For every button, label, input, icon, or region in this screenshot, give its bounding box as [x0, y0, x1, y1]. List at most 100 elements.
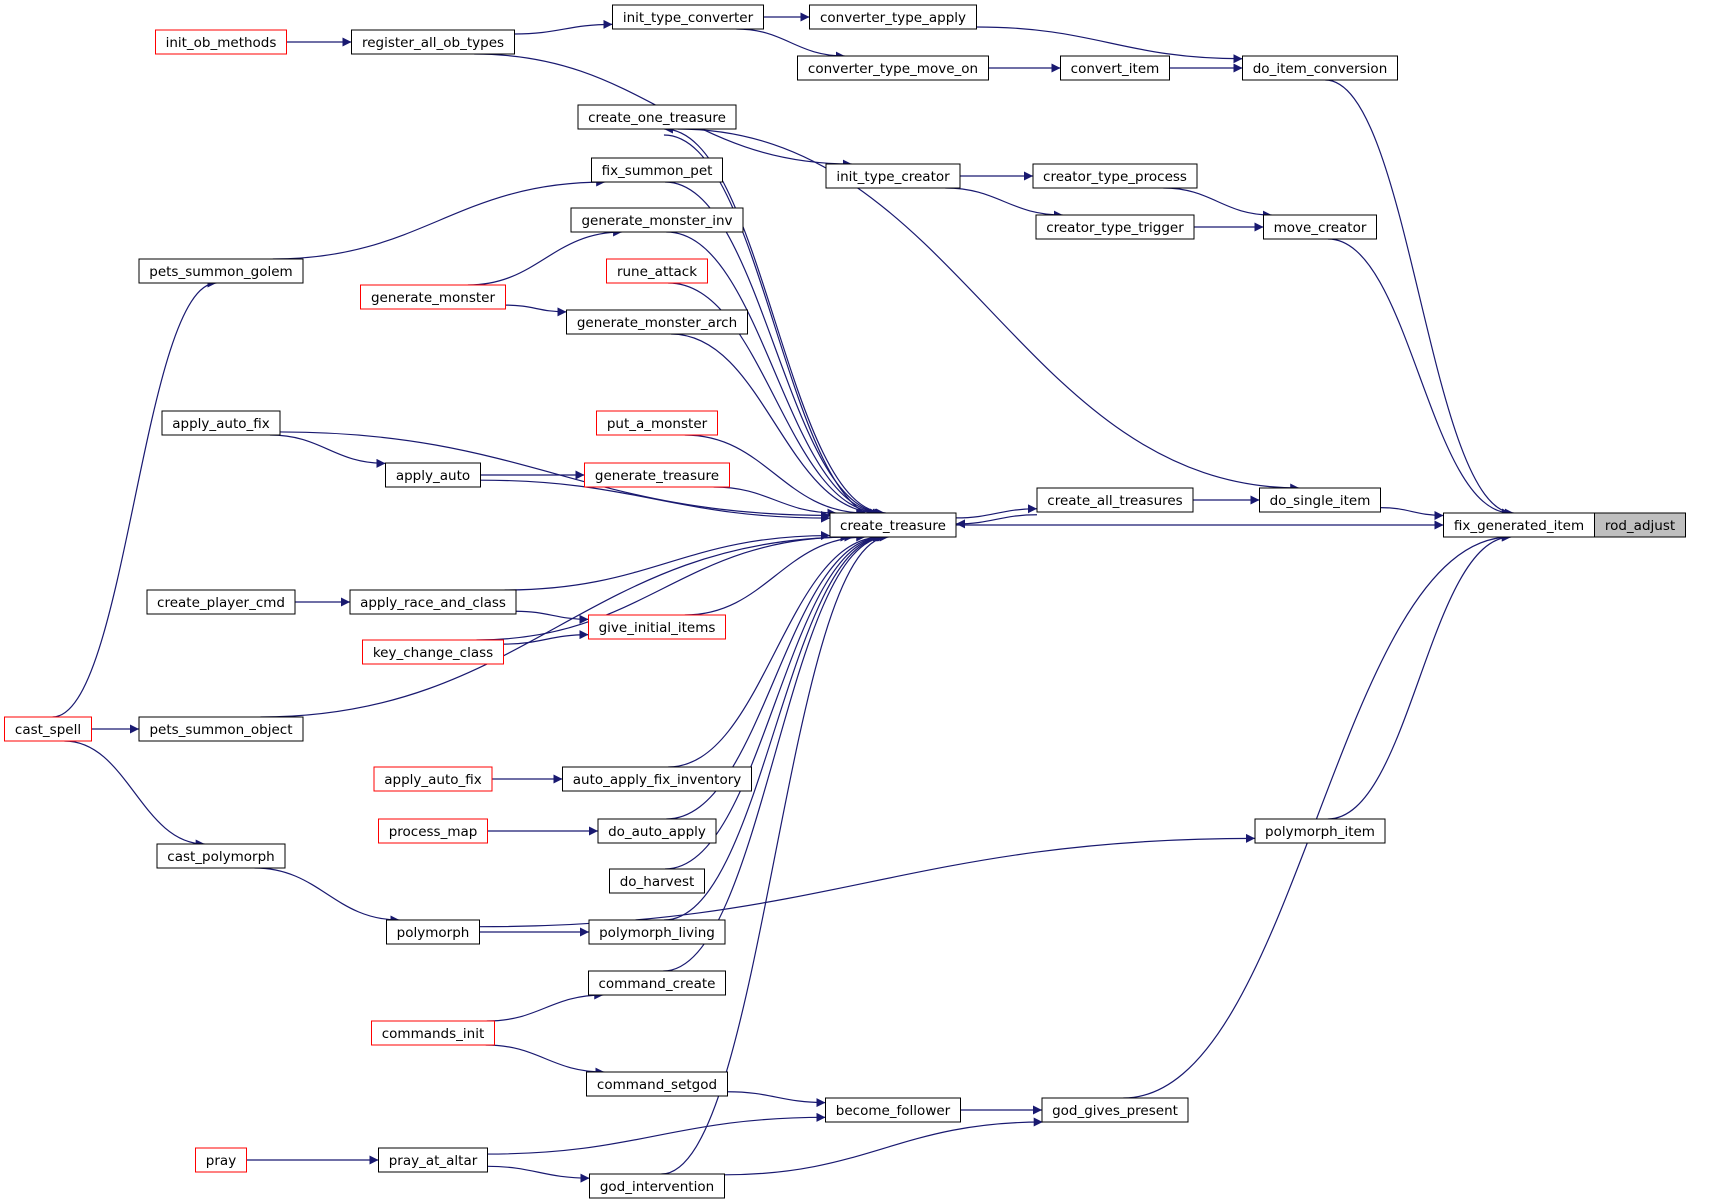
node-box: [825, 1097, 961, 1123]
edge-do-auto-apply-to-create-treasure: [666, 532, 884, 820]
edge-move-creator-to-fix-generated-item: [1328, 238, 1511, 518]
edge-generate-monster-inv-to-create-treasure: [666, 231, 884, 518]
edge-pets-summon-object-to-create-treasure: [260, 532, 854, 718]
edge-command-setgod-to-become-follower: [727, 1091, 826, 1108]
node-register-all-ob-types[interactable]: register_all_ob_types: [351, 29, 515, 55]
edge-key-change-class-to-create-treasure: [476, 532, 850, 641]
node-create-all-treasures[interactable]: create_all_treasures: [1036, 487, 1194, 513]
node-command-setgod[interactable]: command_setgod: [586, 1071, 728, 1097]
node-put-a-monster[interactable]: put_a_monster: [596, 410, 718, 436]
node-do-item-conversion[interactable]: do_item_conversion: [1242, 55, 1398, 81]
node-box: [1259, 487, 1381, 513]
node-box: [385, 462, 481, 488]
node-polymorph-living[interactable]: polymorph_living: [588, 919, 726, 945]
edge-init-type-converter-to-converter-type-move-on: [736, 28, 845, 61]
node-box: [825, 163, 961, 189]
node-key-change-class[interactable]: key_change_class: [362, 639, 504, 665]
node-convert-item[interactable]: convert_item: [1060, 55, 1170, 81]
node-box: [1263, 214, 1377, 240]
node-create-one-treasure[interactable]: create_one_treasure: [577, 104, 737, 130]
node-process-map[interactable]: process_map: [378, 818, 488, 844]
node-god-intervention[interactable]: god_intervention: [589, 1173, 725, 1199]
node-pets-summon-golem[interactable]: pets_summon_golem: [138, 258, 304, 284]
node-box: [1035, 214, 1195, 240]
node-box: [584, 462, 730, 488]
node-label: pets_summon_object: [149, 722, 292, 738]
node-rune-attack[interactable]: rune_attack: [606, 258, 708, 284]
node-label: converter_type_apply: [820, 10, 966, 26]
edge-cast-polymorph-to-polymorph: [254, 867, 400, 925]
node-auto-apply-fix-inventory[interactable]: auto_apply_fix_inventory: [562, 766, 752, 792]
node-box: [596, 410, 718, 436]
node-generate-treasure[interactable]: generate_treasure: [584, 462, 730, 488]
node-box: [589, 1173, 725, 1199]
edge-god-intervention-to-create-treasure: [661, 532, 889, 1175]
node-create-treasure[interactable]: create_treasure: [829, 512, 957, 538]
node-converter-type-apply[interactable]: converter_type_apply: [809, 4, 977, 30]
node-label: create_player_cmd: [157, 595, 285, 611]
node-fix-generated-item[interactable]: fix_generated_item: [1443, 512, 1595, 538]
node-label: generate_monster_arch: [577, 315, 737, 331]
node-create-player-cmd[interactable]: create_player_cmd: [146, 589, 296, 615]
node-label: do_item_conversion: [1253, 61, 1388, 77]
node-creator-type-process[interactable]: creator_type_process: [1032, 163, 1198, 189]
node-cast-polymorph[interactable]: cast_polymorph: [156, 843, 286, 869]
node-pray[interactable]: pray: [195, 1147, 247, 1173]
edge-auto-apply-fix-inventory-to-create-treasure: [668, 532, 882, 768]
node-box: [797, 55, 989, 81]
node-give-initial-items[interactable]: give_initial_items: [588, 614, 726, 640]
node-box: [591, 157, 723, 183]
node-polymorph[interactable]: polymorph: [386, 919, 480, 945]
edge-god-intervention-to-god-gives-present: [724, 1117, 1043, 1176]
node-move-creator[interactable]: move_creator: [1263, 214, 1377, 240]
node-label: polymorph: [397, 925, 470, 941]
node-box: [829, 512, 957, 538]
edge-give-initial-items-to-create-treasure: [684, 532, 866, 616]
node-init-ob-methods[interactable]: init_ob_methods: [155, 29, 287, 55]
node-do-harvest[interactable]: do_harvest: [609, 868, 705, 894]
edge-do-item-conversion-to-fix-generated-item: [1325, 79, 1514, 518]
node-fix-summon-pet[interactable]: fix_summon_pet: [591, 157, 723, 183]
node-box: [378, 1147, 488, 1173]
node-init-type-creator[interactable]: init_type_creator: [825, 163, 961, 189]
node-do-auto-apply[interactable]: do_auto_apply: [597, 818, 717, 844]
edge-create-one-treasure-to-create-treasure: [663, 134, 887, 524]
node-box: [360, 284, 506, 310]
node-command-create[interactable]: command_create: [588, 970, 726, 996]
node-pets-summon-object[interactable]: pets_summon_object: [138, 716, 304, 742]
node-generate-monster[interactable]: generate_monster: [360, 284, 506, 310]
node-box: [373, 766, 493, 792]
node-box: [1443, 512, 1595, 538]
node-converter-type-move-on[interactable]: converter_type_move_on: [797, 55, 989, 81]
node-init-type-converter[interactable]: init_type_converter: [612, 4, 764, 30]
node-pray-at-altar[interactable]: pray_at_altar: [378, 1147, 488, 1173]
node-box: [1594, 512, 1686, 538]
node-cast-spell[interactable]: cast_spell: [4, 716, 92, 742]
node-label: god_intervention: [600, 1179, 714, 1195]
node-apply-auto-fix-1[interactable]: apply_auto_fix: [161, 410, 281, 436]
node-god-gives-present[interactable]: god_gives_present: [1041, 1097, 1189, 1123]
node-label: create_treasure: [840, 518, 946, 534]
node-commands-init[interactable]: commands_init: [371, 1020, 495, 1046]
node-apply-race-and-class[interactable]: apply_race_and_class: [349, 589, 517, 615]
node-label: init_ob_methods: [166, 35, 277, 51]
node-polymorph-item[interactable]: polymorph_item: [1254, 818, 1386, 844]
node-become-follower[interactable]: become_follower: [825, 1097, 961, 1123]
node-generate-monster-inv[interactable]: generate_monster_inv: [570, 207, 744, 233]
node-do-single-item[interactable]: do_single_item: [1259, 487, 1381, 513]
node-apply-auto-fix-2[interactable]: apply_auto_fix: [373, 766, 493, 792]
edge-apply-auto-to-create-treasure: [480, 479, 831, 523]
node-box: [161, 410, 281, 436]
node-label: register_all_ob_types: [362, 35, 504, 51]
node-label: converter_type_move_on: [808, 61, 978, 77]
edge-generate-monster-to-generate-monster-arch: [505, 304, 567, 317]
node-label: become_follower: [836, 1103, 951, 1119]
node-box: [809, 4, 977, 30]
node-apply-auto[interactable]: apply_auto: [385, 462, 481, 488]
node-generate-monster-arch[interactable]: generate_monster_arch: [566, 309, 748, 335]
node-label: init_type_creator: [836, 169, 950, 185]
node-rod-adjust[interactable]: rod_adjust: [1594, 512, 1686, 538]
node-box: [612, 4, 764, 30]
node-box: [570, 207, 744, 233]
node-creator-type-trigger[interactable]: creator_type_trigger: [1035, 214, 1195, 240]
